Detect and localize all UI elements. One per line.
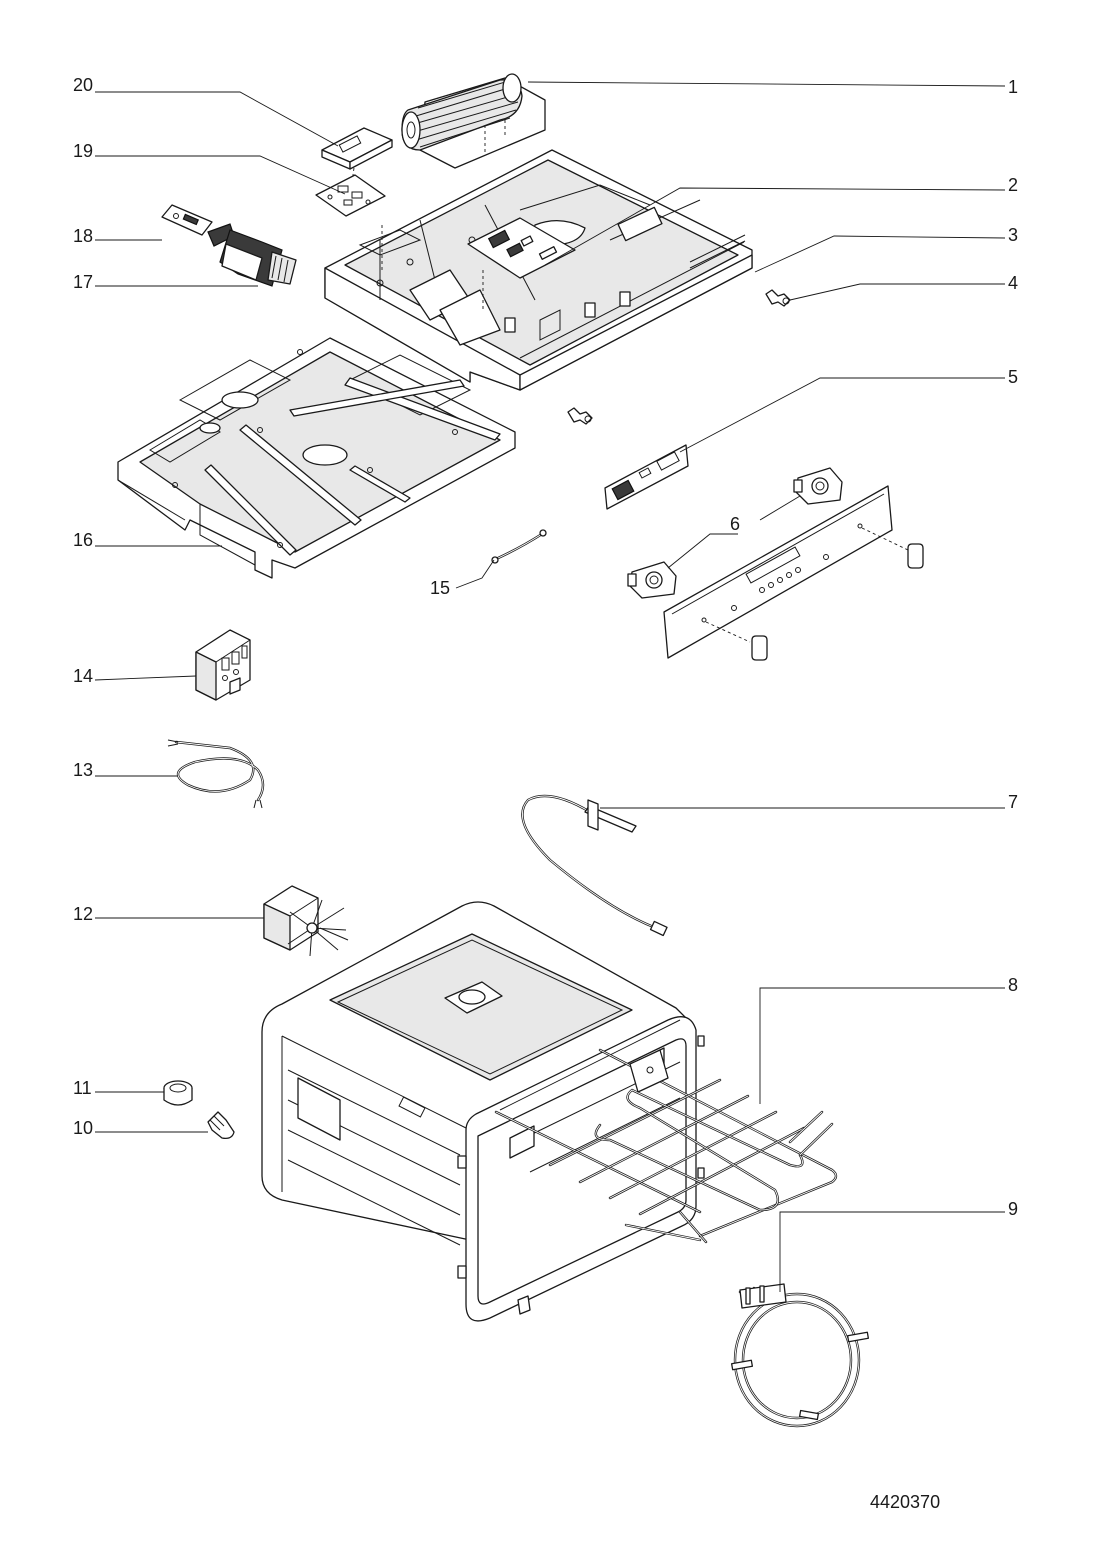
part-circuit-board-19 [315, 174, 386, 217]
part-switch-upper [793, 467, 843, 505]
callout-2: 2 [1008, 175, 1018, 195]
part-fan-motor [401, 73, 546, 169]
callout-13: 13 [73, 760, 93, 780]
callout-4: 4 [1008, 273, 1018, 293]
callout-20: 20 [73, 75, 93, 95]
part-upper-frame [324, 149, 753, 391]
part-terminal-block-14 [195, 629, 251, 701]
part-oven-fan-12 [263, 885, 349, 957]
part-grill-element-8 [494, 1048, 838, 1244]
callout-6: 6 [730, 514, 740, 534]
callout-1: 1 [1008, 77, 1018, 97]
part-bracket-20 [321, 127, 393, 170]
part-switch-lower [627, 561, 677, 599]
part-probe-7 [521, 794, 668, 937]
leader-lines [94, 81, 1006, 1292]
callout-5: 5 [1008, 367, 1018, 387]
callout-19: 19 [73, 141, 93, 161]
callout-14: 14 [73, 666, 93, 686]
part-oven-cavity [261, 901, 705, 1322]
callout-17: 17 [73, 272, 93, 292]
drawing-number: 4420370 [870, 1492, 940, 1512]
callout-15: 15 [430, 578, 450, 598]
part-lamp-bulb-10 [207, 1111, 235, 1140]
callout-10: 10 [73, 1118, 93, 1138]
callout-labels: 1 2 3 4 5 6 7 8 9 10 11 12 13 14 15 16 1… [73, 75, 1018, 1219]
callout-7: 7 [1008, 792, 1018, 812]
part-control-block-17 [207, 223, 297, 287]
callout-12: 12 [73, 904, 93, 924]
part-display-board-5 [604, 444, 689, 510]
part-circular-element-9 [730, 1283, 870, 1428]
part-clip-loose [567, 407, 593, 425]
callout-8: 8 [1008, 975, 1018, 995]
part-clip-4 [765, 289, 791, 307]
callout-3: 3 [1008, 225, 1018, 245]
part-base-frame-16 [117, 337, 516, 579]
part-power-cord-13 [167, 739, 265, 809]
callout-11: 11 [73, 1078, 92, 1098]
part-lamp-holder-11 [163, 1080, 193, 1106]
part-cover-18 [161, 204, 213, 236]
callout-9: 9 [1008, 1199, 1018, 1219]
callout-16: 16 [73, 530, 93, 550]
callout-18: 18 [73, 226, 93, 246]
part-control-panel-6 [663, 485, 924, 661]
part-cable-15 [491, 529, 547, 564]
